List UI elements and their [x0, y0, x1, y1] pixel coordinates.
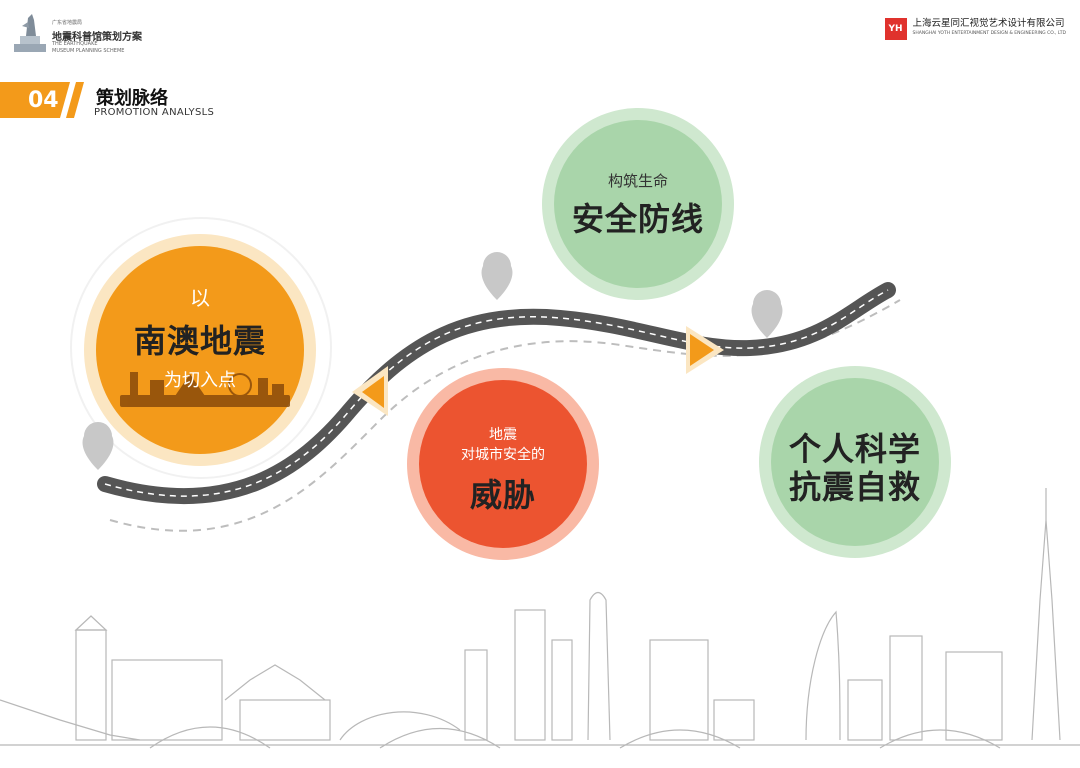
- section-number: 04: [28, 88, 59, 113]
- point1-line1: 以: [190, 286, 210, 310]
- point4-line2: 抗震自救: [788, 468, 921, 506]
- point1-city-silhouette: [120, 372, 290, 407]
- point2-circle: [554, 120, 722, 288]
- company-logo: YH 上海云星同汇视觉艺术设计有限公司 SHANGHAI YOTH ENTERT…: [884, 18, 1066, 40]
- brand-title: 地震科普馆策划方案: [52, 32, 142, 43]
- point1-line3: 为切入点: [164, 370, 236, 391]
- point3-line2: 对城市安全的: [461, 447, 545, 463]
- brand-small-text: 广东省地震局: [52, 20, 83, 26]
- location-pin-icon: [481, 252, 513, 300]
- location-pin-icon: [82, 421, 114, 470]
- brand-en-line1: THE EARTHQUAKE: [52, 41, 98, 47]
- company-text: 上海云星同汇视觉艺术设计有限公司 SHANGHAI YOTH ENTERTAIN…: [913, 19, 1066, 39]
- point2-line2: 安全防线: [571, 200, 704, 238]
- city-skyline: [0, 488, 1080, 749]
- point3-line1: 地震: [489, 427, 517, 443]
- statue-logo-icon: [14, 14, 46, 52]
- section-subtitle: PROMOTION ANALYSLS: [94, 107, 215, 118]
- section-number-tab: [0, 82, 84, 118]
- point4-line1: 个人科学: [788, 430, 921, 468]
- company-name: 上海云星同汇视觉艺术设计有限公司: [912, 18, 1065, 29]
- point3-circle: [419, 380, 587, 548]
- company-mark-icon: YH: [884, 18, 907, 40]
- brand-logo: 广东省地震局 地震科普馆策划方案 THE EARTHQUAKE MUSEUM P…: [12, 8, 152, 56]
- point3-line3: 威胁: [469, 476, 536, 514]
- brand-en-line2: MUSEUM PLANNING SCHEME: [52, 48, 125, 54]
- section-title: 策划脉络: [96, 88, 168, 109]
- road-center-line: [104, 289, 889, 497]
- point2-line1: 构筑生命: [607, 172, 668, 190]
- company-name-en: SHANGHAI YOTH ENTERTAINMENT DESIGN & ENG…: [912, 31, 1066, 36]
- location-pin-icon: [751, 290, 783, 338]
- play-arrow-icon: [686, 326, 724, 374]
- play-arrow-icon: [352, 366, 388, 416]
- point4-circle: [771, 378, 939, 546]
- point1-line2: 南澳地震: [133, 322, 266, 360]
